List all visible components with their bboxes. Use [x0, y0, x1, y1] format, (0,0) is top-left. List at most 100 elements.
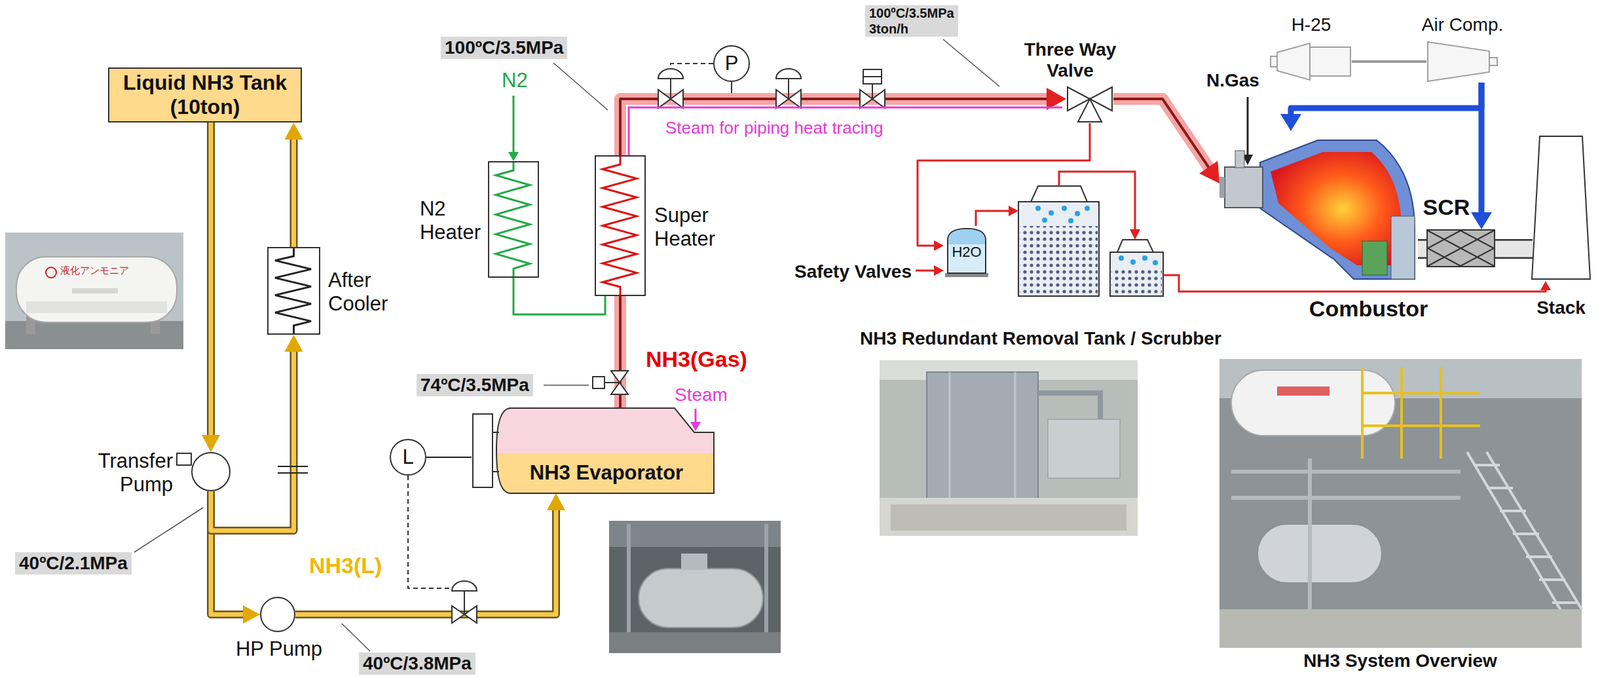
scrubber-photo	[879, 360, 1138, 536]
valve-symbol	[658, 68, 684, 79]
node-text: P	[725, 51, 739, 76]
evaporator-shape	[497, 453, 714, 494]
scrubber-tank	[1118, 255, 1158, 266]
arrow-head	[546, 493, 566, 511]
valve-symbol	[871, 83, 874, 99]
tank-photo	[5, 232, 184, 350]
pipe-connector	[1280, 82, 1482, 131]
pipe-line	[208, 122, 214, 442]
node-text: Super Heater	[654, 203, 716, 251]
pipe-connector	[513, 277, 606, 315]
valve-symbol	[863, 69, 882, 84]
pipe-line	[210, 491, 250, 615]
scrubber-tank	[1035, 205, 1041, 211]
leader-line	[553, 62, 608, 111]
condition-tag: 100ºC/3.5MPa 3ton/h	[865, 5, 959, 37]
flow-arrow	[694, 408, 697, 424]
tank-box: Liquid NH3 Tank (10ton)	[108, 67, 302, 123]
scrubber-tank	[1084, 205, 1090, 211]
vent-arrow	[1540, 280, 1551, 291]
evaporator-shape	[492, 431, 500, 433]
heater-box-shape	[595, 156, 645, 295]
vent-line	[915, 269, 936, 272]
evaporator-photo	[609, 520, 781, 547]
stream-label: N.Gas	[1206, 69, 1260, 92]
node-text: H-25	[1291, 14, 1332, 36]
scrubber-tank	[1152, 260, 1158, 266]
flow-arrow	[512, 95, 515, 154]
scrubber-tank	[1018, 186, 1164, 297]
gas-turbine-shape	[1270, 40, 1352, 83]
pipe-line	[1495, 239, 1533, 259]
node-text: Liquid NH3 Tank (10ton)	[114, 70, 296, 120]
gas-turbine-shape	[1270, 43, 1351, 80]
tank-photo	[45, 267, 57, 278]
scr-box: SCR	[1426, 229, 1496, 268]
scr-box-shape	[1427, 230, 1494, 266]
scrubber-tank	[1074, 210, 1080, 217]
air-compressor: Air Comp.	[1426, 40, 1499, 83]
evaporator-shape	[472, 413, 493, 488]
pipe-connector	[1495, 248, 1533, 250]
water-tank: H2O	[943, 225, 990, 279]
vent-line	[975, 210, 1010, 226]
stack: Stack	[1530, 134, 1592, 281]
cooling-mark	[277, 465, 308, 467]
tracing-line	[628, 107, 1063, 156]
stream-label: Safety Valves	[794, 260, 912, 283]
condition-tag: 74ºC/3.5MPa	[416, 373, 534, 397]
scrubber-photo	[879, 497, 1138, 536]
pipe-connector	[201, 122, 221, 452]
gas-turbine-shape	[1309, 47, 1351, 76]
node-text: Air Comp.	[1421, 14, 1504, 36]
scrubber-photo	[890, 504, 1127, 531]
pipe-line	[1478, 82, 1485, 219]
node-text: Three Way Valve	[1021, 39, 1120, 82]
flow-arrow	[508, 151, 519, 162]
pipe-connector	[426, 457, 472, 458]
evaporator-photo	[764, 523, 769, 649]
combustor-shape	[1219, 176, 1225, 198]
scrubber-tank	[1041, 217, 1048, 223]
three-way-valve: Three Way Valve	[1066, 83, 1114, 124]
scrubber-tank	[1048, 210, 1054, 216]
evaporator-photo	[638, 568, 763, 628]
pipe-line	[210, 491, 250, 615]
evaporator-photo	[609, 632, 781, 653]
three-way-valve-shape	[1067, 87, 1113, 122]
signal-line	[408, 63, 714, 589]
cooler-box-shape	[268, 248, 319, 334]
pipe-line	[1417, 241, 1427, 258]
evaporator-shape	[496, 408, 714, 494]
stream-label: N2	[501, 68, 528, 93]
valve-symbol	[592, 376, 605, 389]
scrubber-tank	[1018, 201, 1099, 297]
photo-text: 液化アンモニア	[60, 264, 130, 277]
level-indicator: L	[389, 438, 427, 476]
leader-line	[341, 623, 371, 652]
pipe-connector	[210, 334, 304, 531]
scrubber-tank	[1019, 225, 1098, 295]
tank-photo	[5, 232, 184, 350]
combustor-shape	[1391, 216, 1415, 280]
evaporator-shape	[496, 408, 714, 494]
evaporator: NH3 Evaporator	[471, 406, 716, 496]
pipe-connector	[1351, 61, 1427, 63]
heater-box-shape	[495, 162, 530, 277]
vent-arrow	[933, 265, 944, 276]
scrubber-tank	[1061, 205, 1067, 211]
heater-box-shape	[602, 156, 637, 295]
three-way-valve-shape	[1066, 83, 1114, 124]
arrow-head	[933, 240, 944, 251]
gas-turbine-shape	[1270, 56, 1278, 67]
combustor: Combustor	[1219, 130, 1418, 282]
node-text: Transfer Pump	[98, 449, 173, 496]
pipe-line	[1290, 82, 1482, 121]
tank-photo	[16, 256, 177, 323]
pipe-connector	[1470, 82, 1492, 230]
pipe-connector	[284, 122, 304, 247]
stack-shape	[1531, 136, 1591, 280]
water-tank-shape	[948, 229, 986, 245]
pump-circle: HP Pump	[260, 596, 296, 633]
air-compressor-shape	[1427, 41, 1498, 82]
